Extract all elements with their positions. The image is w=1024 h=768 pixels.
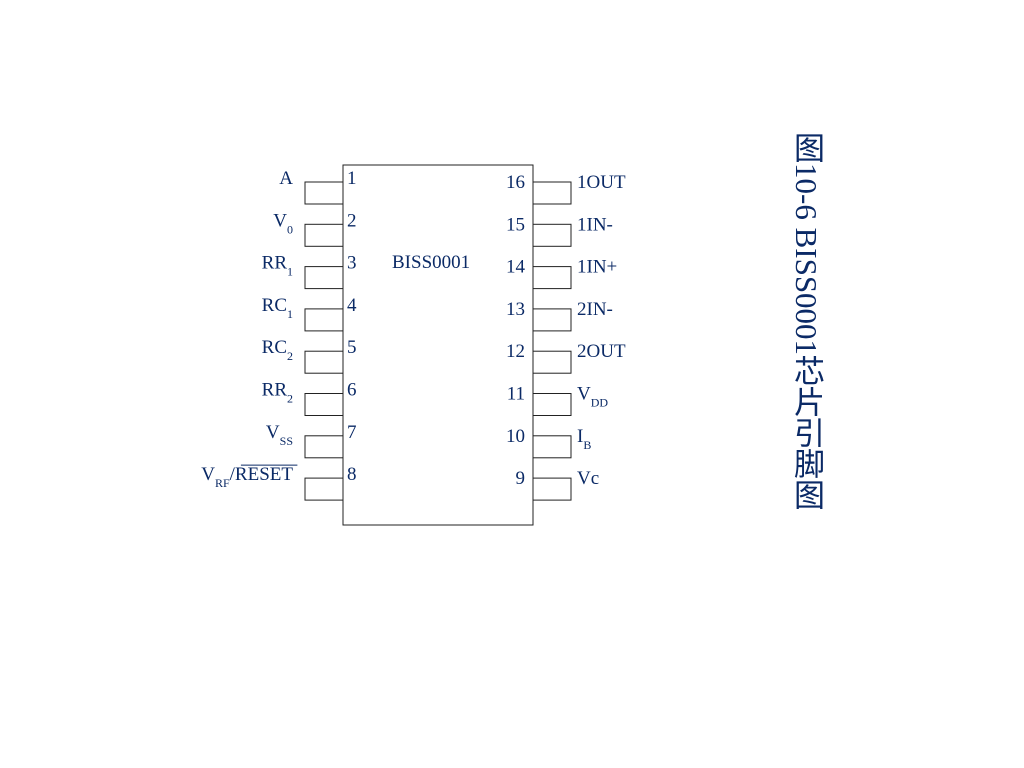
pin-number: 5 [347,337,357,358]
pin-number: 15 [506,214,525,235]
pin-label-subscript: 2 [287,392,293,406]
pin-label-main: 1IN+ [577,257,617,278]
pin-label-suffix: /RESET [230,464,294,485]
pin-label-main: RR [262,253,288,274]
pin-label-main: V [201,464,215,485]
right-pin: 13 2IN- [506,299,613,332]
pin-stub [532,266,572,290]
pin-label: V0 [273,210,293,236]
pin-label-main: 1OUT [577,172,626,193]
pin-label-subscript: RF [215,476,230,490]
pin-stub [532,308,572,332]
pin-stub [532,223,572,247]
pin-stub [532,477,572,501]
pin-label: VDD [577,384,608,410]
pin-label-main: 2OUT [577,341,626,362]
pin-stub [304,223,344,247]
pin-label-main: 1IN- [577,214,613,235]
pin-label: RC1 [262,295,293,321]
pin-label-subscript: B [583,438,591,452]
pin-label: RR1 [262,253,293,279]
pin-number: 13 [506,299,525,320]
pin-number: 2 [347,210,357,231]
chip-body [342,164,534,526]
pin-number: 3 [347,253,357,274]
pin-number: 10 [506,426,525,447]
pin-label-main: V [266,422,280,443]
pin-label-main: RC [262,337,287,358]
pin-label: 1IN+ [577,257,617,278]
pin-label: 1IN- [577,214,613,235]
pin-stub [532,393,572,416]
pin-label: RR2 [262,380,293,406]
left-pin: 6 RR2 [262,380,357,416]
pin-number: 11 [507,384,525,405]
pin-stub [532,181,572,205]
pin-number: 9 [516,468,526,489]
pin-label-main: Vc [577,468,599,489]
pin-stub [532,435,572,459]
pin-number: 8 [347,464,357,485]
left-pin: 7 VSS [266,422,357,459]
pin-label-main: A [279,168,293,189]
pin-stub [304,350,344,374]
pin-label-main: V [577,384,591,405]
pin-stub [304,266,344,290]
pin-number: 1 [347,168,357,189]
left-pin: 2 V0 [273,210,357,247]
pin-label-main: RC [262,295,287,316]
left-pin: 3 RR1 [262,253,357,290]
pin-label-subscript: 0 [287,222,293,236]
pin-stub [304,477,344,501]
pin-label: RC2 [262,337,293,363]
right-pin: 9 Vc [516,468,599,501]
left-pin: 1A [279,168,357,205]
pin-label: Vc [577,468,599,489]
right-pin: 11 VDD [507,384,608,416]
right-pin: 14 1IN+ [506,257,617,290]
pin-number: 7 [347,422,357,443]
pin-label: 2IN- [577,299,613,320]
right-pin: 10 IB [506,426,591,459]
pin-label-main: RR [262,380,288,401]
right-pin-group: 16 1OUT 15 1IN- 14 1IN+ 13 2IN- 12 2OUT 11 VDD 10 IB 9… [506,172,626,501]
pin-stub [532,350,572,374]
pin-label: VSS [266,422,293,448]
pin-stub [304,181,344,205]
figure-caption: 图10-6 BISS0001芯片引脚图 [789,132,824,511]
pin-label: A [279,168,293,189]
pin-label: VRF/RESET [201,464,293,490]
pin-label-main: I [577,426,583,447]
right-pin: 12 2OUT [506,341,626,374]
pin-label: 2OUT [577,341,626,362]
left-pin: 5 RC2 [262,337,357,374]
pin-label: IB [577,426,591,452]
pin-number: 6 [347,380,357,401]
pin-number: 12 [506,341,525,362]
pin-label-subscript: DD [591,396,609,410]
pin-label-subscript: 1 [287,265,293,279]
pin-stub [304,308,344,332]
pin-label-subscript: 1 [287,307,293,321]
chip-name: BISS0001 [392,252,470,273]
right-pin: 15 1IN- [506,214,613,247]
pin-label-main: V [273,210,287,231]
pin-stub [304,435,344,459]
pin-label-subscript: 2 [287,349,293,363]
pin-label: 1OUT [577,172,626,193]
left-pin: 4 RC1 [262,295,357,332]
right-pin: 16 1OUT [506,172,626,205]
pin-label-subscript: SS [280,434,293,448]
pin-number: 14 [506,257,526,278]
pin-number: 4 [347,295,357,316]
left-pin: 8 VRF/RESET [201,464,357,501]
pin-number: 16 [506,172,525,193]
pin-label-main: 2IN- [577,299,613,320]
pin-stub [304,393,344,416]
